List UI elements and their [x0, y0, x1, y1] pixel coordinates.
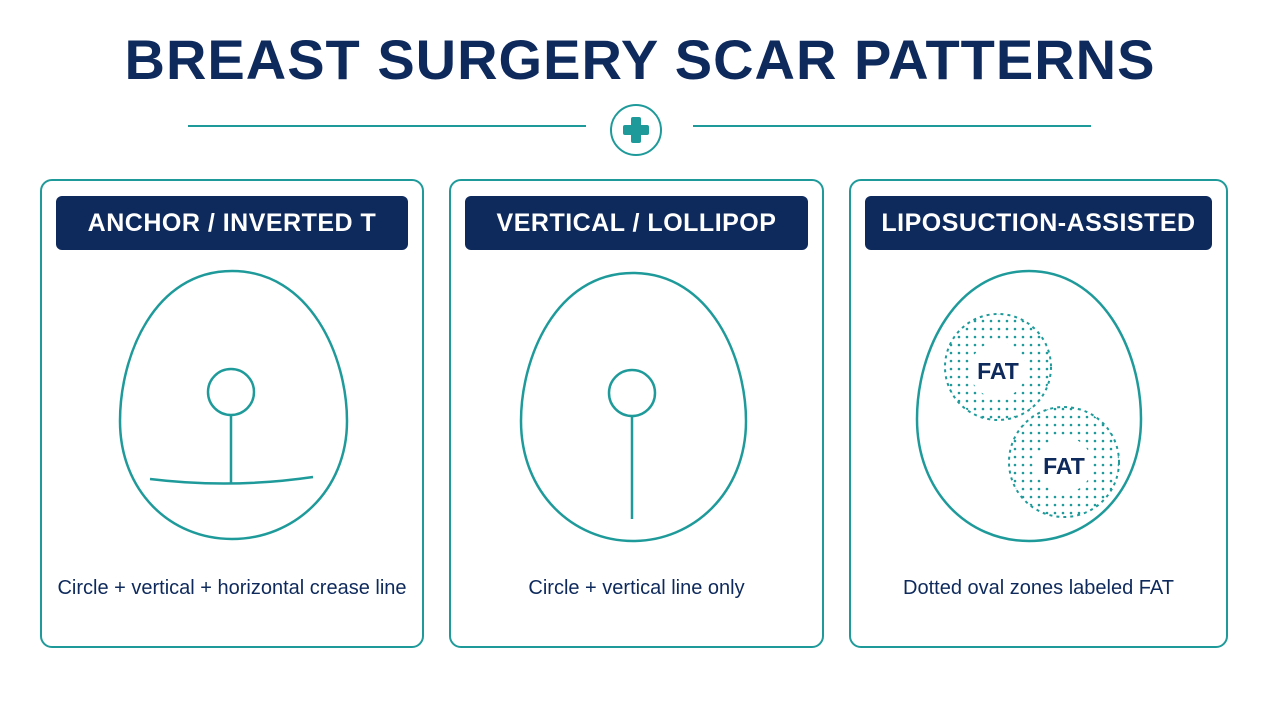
fat-zone-label: FAT — [1043, 453, 1085, 479]
fat-zone-upper: FAT — [944, 313, 1052, 421]
panel-caption-lollipop: Circle + vertical line only — [528, 577, 745, 599]
lollipop-diagram — [519, 271, 748, 543]
anchor-diagram — [118, 269, 349, 541]
panel-caption-anchor: Circle + vertical + horizontal crease li… — [57, 577, 407, 599]
panel-header-lollipop: VERTICAL / LOLLIPOP — [465, 196, 808, 250]
fat-zone-label: FAT — [977, 358, 1019, 384]
panel-caption-liposuction: Dotted oval zones labeled FAT — [903, 577, 1174, 599]
areola-incision — [607, 368, 657, 418]
breast-outline — [118, 269, 349, 541]
panel-anchor: ANCHOR / INVERTED T Circle + vertical + … — [40, 179, 424, 648]
divider-line-left — [188, 125, 586, 127]
panel-liposuction: LIPOSUCTION-ASSISTED FAT FAT Dotted oval… — [849, 179, 1228, 648]
areola-incision — [206, 367, 256, 417]
panel-lollipop: VERTICAL / LOLLIPOP Circle + vertical li… — [449, 179, 824, 648]
panel-header-anchor: ANCHOR / INVERTED T — [56, 196, 408, 250]
divider-line-right — [693, 125, 1091, 127]
page-title: BREAST SURGERY SCAR PATTERNS — [124, 28, 1156, 91]
panel-header-liposuction: LIPOSUCTION-ASSISTED — [865, 196, 1212, 250]
medical-plus-icon — [610, 104, 662, 156]
fat-zone-lower: FAT — [1008, 406, 1120, 518]
breast-outline — [519, 271, 748, 543]
breast-outline — [915, 269, 1143, 543]
liposuction-diagram: FAT FAT — [915, 269, 1143, 543]
crease-incision — [149, 475, 314, 485]
